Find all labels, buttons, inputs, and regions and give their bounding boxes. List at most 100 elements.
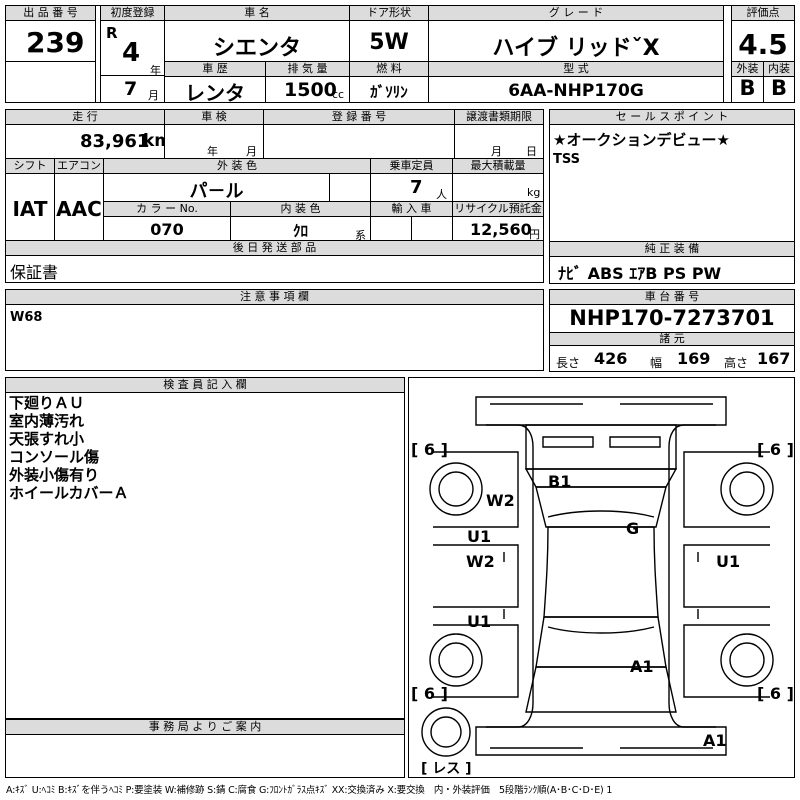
later-parts-cell — [5, 255, 544, 283]
score-label: 評価点 — [731, 5, 795, 21]
dims-cell — [549, 345, 795, 372]
history: レンタ — [185, 81, 245, 105]
sales-line-1: ★オークションデビュー★ — [553, 131, 730, 149]
tire-rear-right: [ 6 ] — [757, 684, 794, 703]
length-label: 長さ — [556, 356, 581, 370]
era: R — [106, 24, 118, 42]
reg-year: 4 — [122, 38, 141, 68]
reg-month: 7 — [124, 78, 138, 100]
mark-b1: B1 — [548, 472, 572, 491]
recycle-label: リサイクル預託金 — [452, 201, 544, 217]
capacity-unit: 人 — [436, 188, 447, 201]
car-outline — [421, 396, 774, 757]
inspector-line-3: 天張すれ小 — [9, 430, 85, 448]
ac-label: エアコン — [54, 158, 104, 174]
lot-no: 239 — [26, 26, 85, 59]
mark-a1-rear: A1 — [630, 657, 654, 676]
chassis-cell — [549, 304, 795, 333]
score: 4.5 — [738, 28, 788, 61]
sales-line-2: TSS — [553, 152, 581, 167]
model-label: 型 式 — [428, 61, 724, 77]
height: 167 — [757, 349, 791, 368]
ext-color: パ－ル — [189, 181, 244, 202]
score-cell — [731, 20, 795, 62]
door-cell — [349, 20, 429, 62]
equipment-cell — [549, 256, 795, 284]
displacement-unit: cc — [332, 88, 345, 101]
spare-tire: [ レス ] — [421, 761, 472, 777]
int-color-cell — [230, 216, 371, 241]
later-parts: 保証書 — [10, 263, 59, 282]
width: 169 — [677, 349, 711, 368]
ext-color-label: 外 装 色 — [103, 158, 371, 174]
damage-diagram — [408, 377, 795, 778]
transfer-day-unit: 日 — [526, 145, 537, 158]
chassis-label: 車 台 番 号 — [549, 289, 795, 305]
inspector-line-5: 外装小傷有り — [9, 466, 100, 484]
inspector-line-6: ホイールカバーＡ — [9, 484, 129, 502]
ext-color-cell-2 — [329, 173, 371, 202]
mark-g: G — [626, 519, 640, 538]
notes-label: 注 意 事 項 欄 — [5, 289, 544, 305]
fuel-cell — [349, 76, 429, 103]
displacement-label: 排 気 量 — [265, 61, 350, 77]
mileage-label: 走 行 — [5, 109, 165, 125]
inspector-cell — [5, 392, 405, 719]
max-load-label: 最大積載量 — [452, 158, 544, 174]
grade: ハイブ リッドˇX — [492, 36, 660, 61]
tire-front-right: [ 6 ] — [757, 440, 794, 459]
mark-u1-left-front: U1 — [467, 527, 492, 546]
color-no: 070 — [150, 220, 184, 239]
mark-w2-left: W2 — [466, 552, 495, 571]
int-color: ｸﾛ — [292, 222, 308, 240]
lot-no-blank — [5, 61, 96, 103]
color-no-cell — [103, 216, 231, 241]
grade-label: グ レ ー ド — [428, 5, 724, 21]
inspection-month-unit: 月 — [246, 145, 257, 158]
legend: A:ｷｽﾞ U:ﾍｺﾐ B:ｷｽﾞを伴うﾍｺﾐ P:要塗装 W:補修跡 S:錆 … — [6, 785, 613, 796]
history-cell — [164, 76, 266, 103]
dims-label: 諸 元 — [549, 332, 795, 346]
displacement-cell — [265, 76, 350, 103]
inspector-line-1: 下廻りＡＵ — [9, 394, 85, 412]
month-unit: 月 — [148, 89, 159, 102]
max-load-cell — [452, 173, 544, 202]
ac: AAC — [56, 197, 102, 221]
reg-no-label: 登 録 番 号 — [263, 109, 455, 125]
interior-cell — [763, 76, 795, 103]
mileage: 83,961 — [80, 131, 150, 152]
inspector-label: 検 査 員 記 入 欄 — [5, 377, 405, 393]
interior-grade: B — [770, 76, 787, 100]
car-name: シエンタ — [212, 36, 301, 61]
inspector-line-2: 室内薄汚れ — [9, 412, 85, 430]
inspector-line-4: コンソール傷 — [9, 448, 100, 466]
transfer-label: 譲渡書類期限 — [454, 109, 544, 125]
interior-label: 内装 — [763, 61, 795, 77]
recycle-unit: 円 — [529, 228, 540, 241]
equipment: ﾅﾋﾞ ABS ｴｱB PS PW — [558, 264, 722, 283]
fuel: ｶﾞｿﾘﾝ — [370, 83, 408, 101]
int-color-unit: 系 — [355, 229, 366, 242]
notes-cell — [5, 304, 544, 371]
year-unit: 年 — [150, 64, 161, 77]
exterior-label: 外装 — [731, 61, 764, 77]
later-parts-label: 後 日 発 送 部 品 — [5, 240, 544, 256]
month-cell — [100, 75, 165, 103]
width-label: 幅 — [650, 356, 663, 370]
inspection-year-unit: 年 — [207, 145, 218, 158]
shift: IAT — [12, 197, 48, 221]
office-label: 事 務 局 よ り ご 案 内 — [5, 719, 405, 735]
car-name-label: 車 名 — [164, 5, 350, 21]
exterior-grade: B — [739, 76, 756, 100]
door-type: 5W — [369, 30, 409, 55]
lot-no-cell — [5, 20, 96, 62]
mark-u1-right: U1 — [716, 552, 741, 571]
exterior-cell — [731, 76, 764, 103]
shift-label: シフト — [5, 158, 55, 174]
displacement: 1500 — [284, 79, 337, 101]
lot-no-label: 出 品 番 号 — [5, 5, 96, 21]
door-label: ドア形状 — [349, 5, 429, 21]
int-color-label: 内 装 色 — [230, 201, 371, 217]
recycle: 12,560 — [470, 220, 532, 239]
mark-u1-left-rear: U1 — [467, 612, 492, 631]
